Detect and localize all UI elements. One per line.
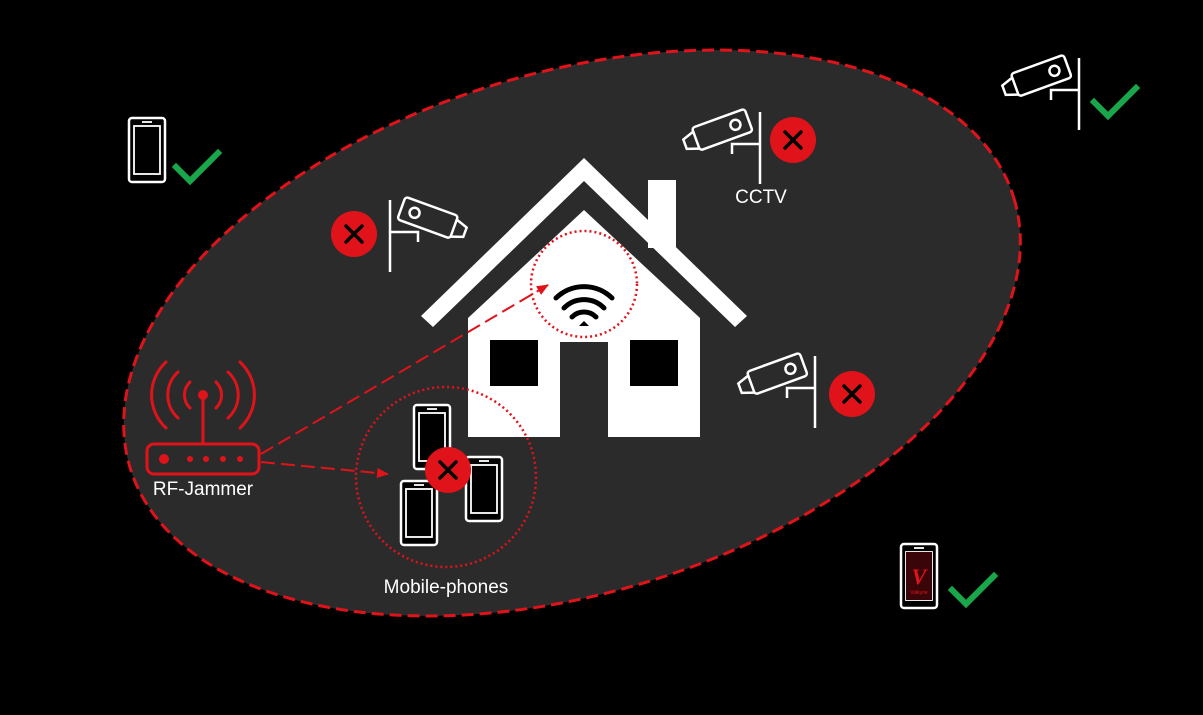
cctv-camera-icon (998, 53, 1081, 132)
smartphone-icon (399, 479, 439, 547)
wifi-label: WI-FI (563, 254, 605, 273)
mobile-phones-group (354, 385, 538, 569)
cctv-label: CCTV (735, 187, 787, 208)
jam-signal-to-phones (260, 461, 389, 478)
x-circle-icon (329, 209, 379, 259)
checkmark-icon (176, 153, 218, 181)
smartphone-icon (464, 455, 504, 523)
wifi-node: WI-FI (529, 229, 639, 339)
jam-signal-to-wifi (260, 284, 549, 455)
phones-label: Mobile-phones (384, 577, 509, 598)
jammer-label: RF-Jammer (153, 479, 254, 500)
x-circle-icon (827, 369, 877, 419)
x-circle-icon (423, 445, 473, 495)
logo-text: Valkyrie (910, 590, 928, 596)
checkmark-icon (952, 576, 994, 604)
router-antenna-icon (145, 360, 261, 476)
smartphone-icon (127, 116, 167, 184)
x-circle-icon (768, 115, 818, 165)
smartphone-icon (899, 542, 939, 610)
wifi-icon (553, 284, 615, 326)
logo-mark: V (912, 564, 929, 589)
checkmark-icon (1094, 88, 1136, 116)
